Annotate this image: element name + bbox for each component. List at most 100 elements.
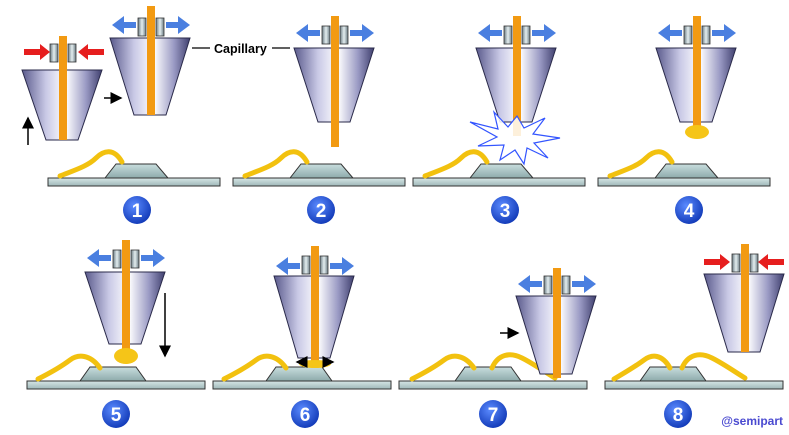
substrate-board [597, 177, 771, 187]
step-7: 7 [398, 268, 597, 428]
step-5: 5 [26, 240, 206, 428]
clamp-close-arrow-right [78, 44, 104, 60]
clamp-open-arrow-left [478, 24, 502, 42]
electric-spark-burst [469, 109, 561, 166]
gold-wire [553, 268, 561, 378]
wire-clamp-left [503, 25, 513, 45]
wire-clamp-right [339, 25, 349, 45]
clamp-open-arrow-left [112, 16, 136, 34]
bonded-wire [607, 149, 675, 179]
bonded-wire [35, 353, 103, 382]
free-air-ball [685, 125, 709, 139]
clamp-open-arrow-left [87, 249, 111, 267]
bonded-wire [57, 149, 125, 179]
gold-wire [513, 16, 521, 136]
substrate-board [412, 177, 586, 187]
gold-wire [741, 244, 749, 352]
clamp-open-arrow-left [276, 257, 300, 275]
wire-clamp-right [521, 25, 531, 45]
step-3: 3 [412, 16, 586, 224]
clamp-close-arrow-left [24, 44, 50, 60]
wire-clamp-right [130, 249, 140, 269]
wire-clamp-left [321, 25, 331, 45]
gold-wire [122, 240, 130, 350]
squashed-ball-bond [299, 360, 331, 368]
clamp-open-arrow-right [532, 24, 556, 42]
step-badge [491, 196, 519, 224]
wire-clamp-right [701, 25, 711, 45]
step-badge [291, 400, 319, 428]
chip-die [468, 163, 535, 179]
substrate-board [232, 177, 406, 187]
wire-clamp-left [301, 255, 311, 275]
clamp-close-arrow-right [758, 254, 784, 270]
chip-die [288, 163, 355, 179]
chip-die [103, 163, 170, 179]
step-number: 6 [300, 405, 311, 426]
step-number: 3 [500, 201, 511, 222]
wire-clamp-right [155, 17, 165, 37]
step-badge [102, 400, 130, 428]
step-number: 8 [673, 405, 684, 426]
watermark: @semipart [721, 414, 783, 428]
clamp-open-arrow-right [166, 16, 190, 34]
wire-clamp-left [137, 17, 147, 37]
chip-die [79, 366, 147, 382]
free-air-ball [114, 348, 138, 364]
gold-wire [311, 246, 319, 361]
wire-clamp-left [683, 25, 693, 45]
clamp-open-arrow-right [572, 275, 596, 293]
clamp-open-arrow-left [518, 275, 542, 293]
step-badge [675, 196, 703, 224]
step-6: 6 [212, 246, 392, 428]
substrate-board [398, 380, 588, 390]
clamp-open-arrow-right [141, 249, 165, 267]
step-4: 4 [597, 16, 771, 224]
substrate-board [26, 380, 206, 390]
step-8: 8 [604, 244, 785, 428]
step-2: 2 [232, 16, 406, 224]
bonded-wire [422, 149, 490, 179]
step-number: 7 [488, 405, 499, 426]
step-badge [479, 400, 507, 428]
bonded-wire [611, 353, 673, 382]
wire-clamp-right [749, 253, 759, 273]
wire-clamp-left [112, 249, 122, 269]
clamp-open-arrow-right [330, 257, 354, 275]
chip-die [454, 366, 522, 382]
clamp-open-arrow-right [712, 24, 736, 42]
clamp-open-arrow-left [296, 24, 320, 42]
step-badge [664, 400, 692, 428]
chip-die [639, 366, 707, 382]
looped-wire [679, 352, 748, 381]
step-number: 2 [316, 201, 327, 222]
step-number: 5 [111, 405, 122, 426]
clamp-open-arrow-right [350, 24, 374, 42]
wire-clamp-right [561, 275, 571, 295]
bonded-wire [242, 149, 310, 179]
step-number: 1 [132, 201, 143, 222]
wire-clamp-left [543, 275, 553, 295]
wire-clamp-right [67, 43, 77, 63]
step-badge [123, 196, 151, 224]
step-badge [307, 196, 335, 224]
clamp-open-arrow-left [658, 24, 682, 42]
wire-clamp-right [319, 255, 329, 275]
substrate-board [604, 380, 784, 390]
wire-clamp-left [731, 253, 741, 273]
gold-wire [59, 36, 67, 140]
clamp-close-arrow-left [704, 254, 730, 270]
capillary-label: Capillary [214, 42, 267, 56]
gold-wire [147, 6, 155, 115]
substrate-board [47, 177, 221, 187]
wire-clamp-left [49, 43, 59, 63]
chip-die [265, 366, 333, 382]
bonded-wire [221, 353, 289, 382]
step-number: 4 [684, 201, 695, 222]
step-1: 1 [21, 6, 221, 224]
gold-wire [331, 16, 339, 147]
bonded-wire [409, 353, 477, 382]
chip-die [653, 163, 720, 179]
substrate-board [212, 380, 392, 390]
